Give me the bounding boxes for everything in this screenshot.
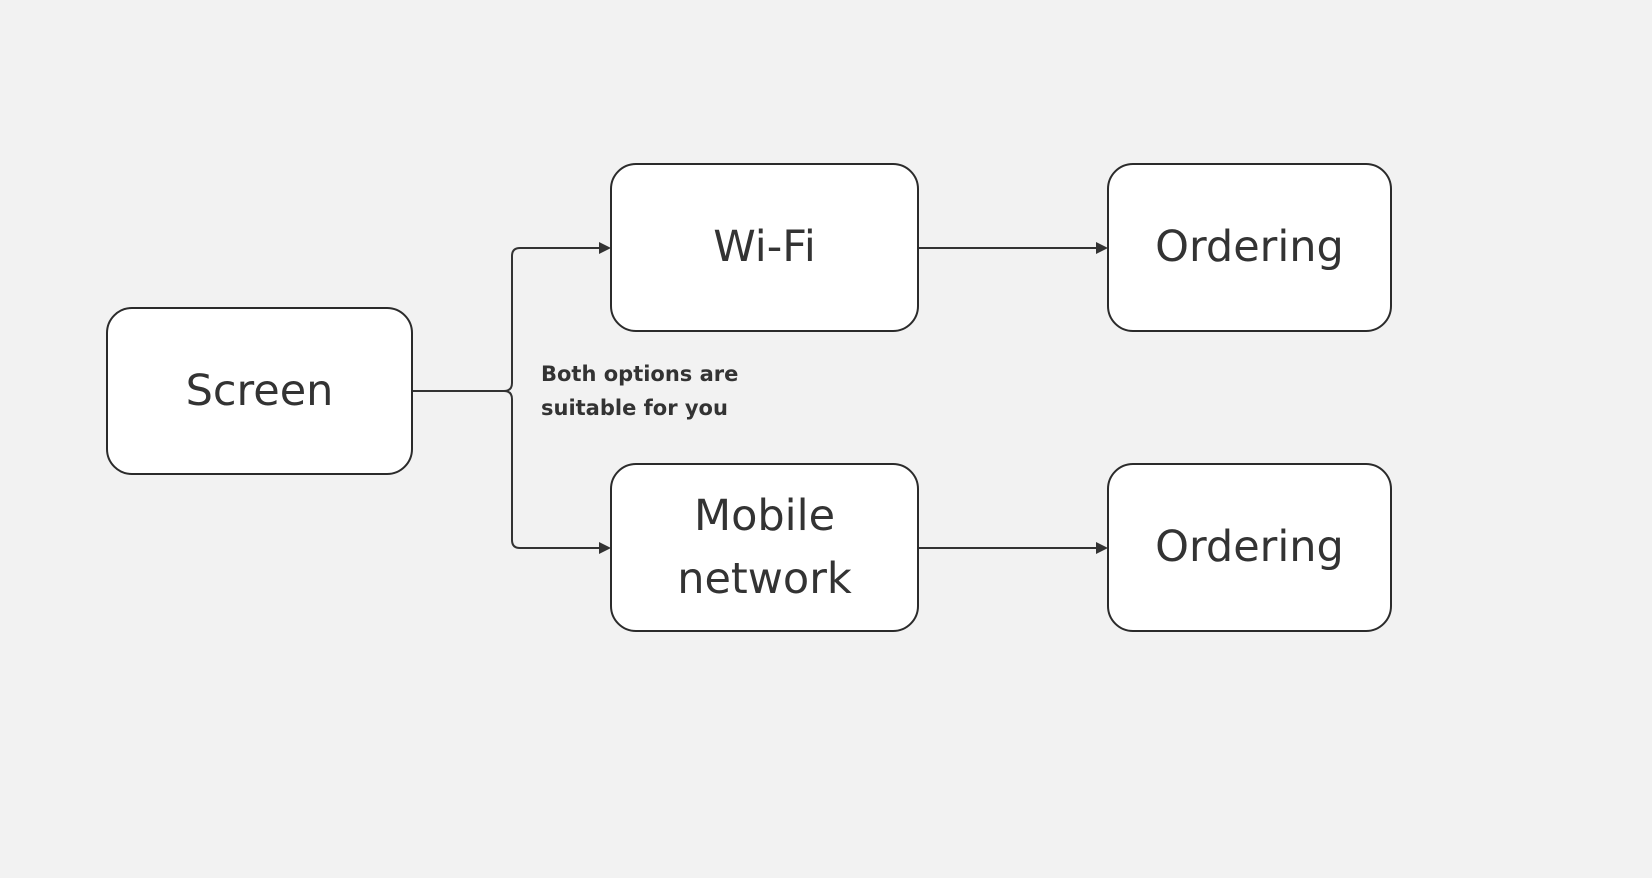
- node-wifi-label: Wi-Fi: [713, 222, 816, 273]
- node-screen-label: Screen: [185, 365, 334, 416]
- node-mobile-network[interactable]: Mobile network: [610, 463, 919, 632]
- branch-note: Both options are suitable for you: [541, 362, 739, 420]
- node-mobile-network-label: Mobile network: [677, 491, 852, 604]
- node-ordering-top-label: Ordering: [1155, 222, 1344, 273]
- node-ordering-top[interactable]: Ordering: [1107, 163, 1392, 332]
- node-ordering-bottom-label: Ordering: [1155, 522, 1344, 573]
- connector-screen-to-mobile: [503, 390, 611, 554]
- node-screen[interactable]: Screen: [106, 307, 413, 475]
- node-ordering-bottom[interactable]: Ordering: [1107, 463, 1392, 632]
- node-wifi[interactable]: Wi-Fi: [610, 163, 919, 332]
